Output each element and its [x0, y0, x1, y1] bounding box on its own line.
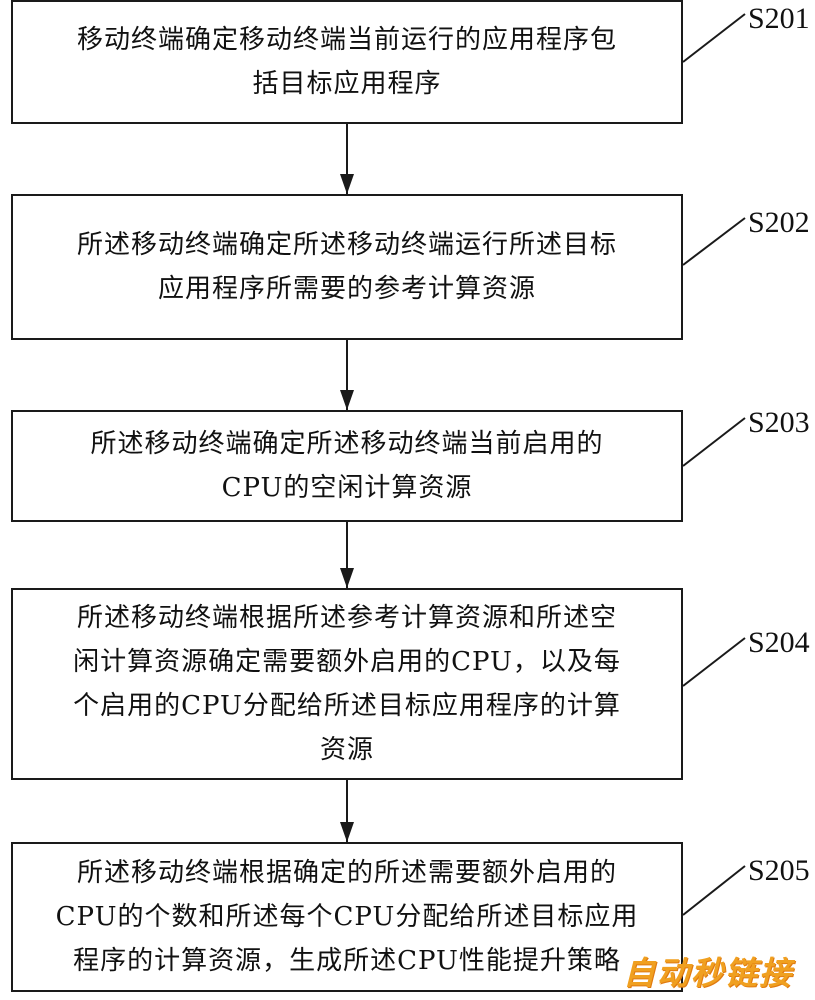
watermark-logo: 自动秒链接 [623, 948, 793, 994]
leader-line-s205 [682, 865, 746, 916]
leader-line-s204 [682, 637, 746, 687]
step-box-s202: 所述移动终端确定所述移动终端运行所述目标 应用程序所需要的参考计算资源 [11, 194, 683, 340]
step-box-s203: 所述移动终端确定所述移动终端当前启用的 CPU的空闲计算资源 [11, 410, 683, 522]
leader-line-s203 [682, 417, 746, 467]
step-label-s204: S204 [748, 626, 810, 659]
step-text-s203: 所述移动终端确定所述移动终端当前启用的 CPU的空闲计算资源 [90, 429, 604, 503]
arrow-head-s204-s205 [340, 822, 354, 842]
step-text-s202: 所述移动终端确定所述移动终端运行所述目标 应用程序所需要的参考计算资源 [76, 230, 617, 304]
step-label-s205: S205 [748, 854, 810, 887]
leader-line-s202 [682, 217, 746, 266]
step-label-s203: S203 [748, 406, 810, 439]
step-box-s205: 所述移动终端根据确定的所述需要额外启用的 CPU的个数和所述每个CPU分配给所述… [11, 842, 683, 992]
step-label-s201: S201 [748, 2, 810, 35]
leader-line-s201 [682, 13, 746, 63]
step-text-s204: 所述移动终端根据所述参考计算资源和所述空 闲计算资源确定需要额外启用的CPU，以… [73, 603, 621, 765]
step-text-s205: 所述移动终端根据确定的所述需要额外启用的 CPU的个数和所述每个CPU分配给所述… [55, 858, 639, 976]
arrow-head-s202-s203 [340, 390, 354, 410]
step-box-s201: 移动终端确定移动终端当前运行的应用程序包 括目标应用程序 [11, 0, 683, 124]
arrow-head-s201-s202 [340, 174, 354, 194]
step-text-s201: 移动终端确定移动终端当前运行的应用程序包 括目标应用程序 [76, 25, 617, 99]
arrow-head-s203-s204 [340, 568, 354, 588]
step-label-s202: S202 [748, 206, 810, 239]
step-box-s204: 所述移动终端根据所述参考计算资源和所述空 闲计算资源确定需要额外启用的CPU，以… [11, 588, 683, 780]
watermark-text: 自动秒链接 [622, 954, 793, 992]
